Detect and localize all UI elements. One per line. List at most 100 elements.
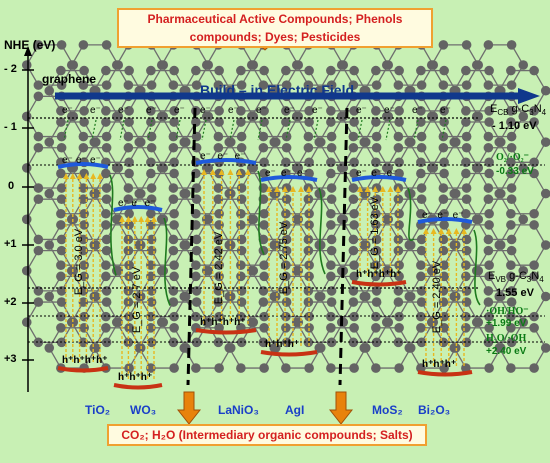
lattice-hexagon	[70, 95, 120, 138]
lattice-atom	[416, 168, 426, 179]
electron-label: e⁻	[387, 168, 398, 179]
lattice-atom	[21, 317, 32, 328]
lattice-atom	[483, 194, 494, 204]
lattice-atom	[168, 142, 179, 153]
lattice-atom	[494, 137, 505, 147]
lattice-atom	[529, 363, 539, 373]
lattice-atom	[484, 271, 494, 282]
lattice-atom	[78, 131, 89, 142]
lattice-atom	[179, 188, 190, 199]
lattice-atom	[169, 311, 179, 322]
lattice-atom	[393, 297, 404, 307]
transfer-arrow	[63, 119, 69, 141]
lattice-atom	[371, 363, 381, 373]
semiconductor-5: e⁻e⁻e⁻h⁺h⁺h⁺E_G = 2.40 eV	[417, 210, 481, 377]
lattice-atom	[236, 234, 247, 245]
excitation-arrowhead	[290, 186, 296, 192]
lattice-atom	[484, 311, 494, 322]
lattice-atom	[449, 188, 460, 199]
separator-line	[338, 107, 349, 386]
lattice-atom	[56, 142, 67, 153]
lattice-atom	[506, 245, 517, 256]
lattice-atom	[236, 183, 247, 193]
lattice-atom	[416, 80, 427, 90]
lattice-atom	[326, 65, 336, 76]
lattice-atom	[416, 311, 426, 322]
electron-label: e⁻	[62, 105, 73, 116]
lattice-atom	[281, 65, 291, 76]
material-label-tio2: TiO₂	[85, 403, 111, 417]
lattice-atom	[304, 271, 314, 282]
lattice-atom	[281, 157, 291, 168]
lattice-atom	[79, 208, 89, 219]
lattice-atom	[439, 260, 449, 270]
lattice-atom	[201, 111, 212, 122]
lattice-atom	[494, 188, 505, 199]
lattice-atom	[214, 322, 224, 333]
lattice-atom	[236, 106, 246, 116]
conduction-band	[351, 175, 407, 182]
lattice-atom	[518, 317, 529, 328]
lattice-atom	[191, 80, 202, 90]
lattice-atom	[471, 214, 482, 225]
valence-band	[417, 370, 473, 377]
lattice-atom	[483, 40, 494, 50]
lattice-atom	[371, 106, 381, 116]
lattice-atom	[506, 65, 516, 76]
electron-label: e⁻	[76, 155, 87, 166]
electron-label: e⁻	[146, 105, 157, 116]
lattice-atom	[111, 317, 122, 328]
lattice-atom	[461, 80, 472, 90]
lattice-atom	[146, 220, 156, 230]
excitation-arrowhead	[144, 216, 151, 222]
lattice-atom	[191, 271, 201, 282]
lattice-atom	[529, 65, 539, 76]
lattice-atom	[484, 208, 494, 219]
lattice-atom	[191, 286, 202, 296]
lattice-atom	[416, 142, 427, 153]
lattice-atom	[258, 337, 269, 348]
lattice-atom	[381, 111, 392, 122]
lattice-atom	[371, 286, 382, 296]
lattice-atom	[156, 317, 167, 328]
lattice-atom	[101, 168, 111, 179]
semiconductor-1: e⁻e⁻e⁻h⁺h⁺h⁺E_G = 2.7 eV	[113, 198, 171, 390]
lattice-atom	[66, 214, 77, 225]
lattice-atom	[449, 240, 460, 250]
lattice-atom	[303, 80, 314, 90]
electron-label: e⁻	[265, 168, 276, 179]
lattice-atom	[438, 131, 449, 142]
lattice-atom	[236, 271, 246, 282]
lattice-atom	[314, 137, 325, 147]
hole-label: h⁺h⁺h⁺	[422, 359, 456, 370]
lattice-atom	[56, 65, 66, 76]
lattice-atom	[56, 271, 66, 282]
lattice-atom	[101, 80, 112, 90]
lattice-hexagon	[70, 301, 120, 343]
lattice-atom	[461, 194, 472, 204]
lattice-atom	[438, 142, 449, 153]
band-gap-label: E_G = 1.63 eV	[369, 196, 381, 269]
lattice-atom	[371, 322, 381, 333]
lattice-atom	[44, 343, 55, 353]
lattice-atom	[213, 245, 224, 256]
lattice-atom	[326, 80, 337, 90]
lattice-atom	[89, 240, 100, 250]
lattice-atom	[349, 220, 359, 230]
lattice-atom	[371, 297, 382, 307]
lattice-atom	[461, 234, 472, 245]
lattice-hexagon	[138, 327, 187, 369]
charge-transfer-curve	[318, 187, 326, 275]
lattice-atom	[506, 363, 516, 373]
lattice-atom	[438, 245, 449, 256]
lattice-atom	[56, 117, 66, 127]
lattice-atom	[259, 65, 269, 76]
lattice-atom	[506, 183, 517, 193]
lattice-atom	[506, 208, 516, 219]
lattice-hexagon	[273, 121, 322, 163]
lattice-atom	[124, 311, 134, 322]
lattice-atom	[394, 311, 404, 322]
lattice-atom	[134, 343, 145, 353]
lattice-atom	[213, 194, 224, 204]
lattice-atom	[146, 80, 157, 90]
